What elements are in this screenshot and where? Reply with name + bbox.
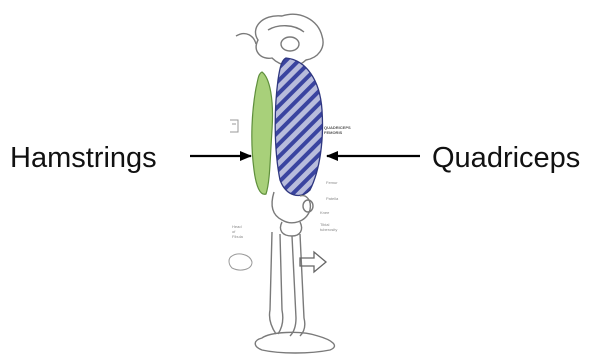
small-sketch-lower	[229, 254, 252, 270]
pelvis-bone	[236, 14, 323, 66]
hamstrings-muscle	[252, 72, 273, 194]
head-of-fibula-caption: Head of Fibula	[232, 224, 243, 239]
quadriceps-femoris-caption: QUADRICEPS FEMORIS	[324, 125, 351, 135]
tibial-tuberosity-caption: Tibial tuberosity	[320, 222, 337, 232]
quadriceps-muscle	[275, 58, 322, 195]
knee-caption: Knee	[320, 210, 329, 215]
small-sketch-upper	[230, 120, 238, 132]
patella-caption: Patella	[326, 196, 338, 201]
quadriceps-label: Quadriceps	[432, 141, 580, 175]
femur-caption: Femur	[326, 180, 338, 185]
leg-bones	[255, 192, 334, 353]
patella-bone	[303, 200, 313, 212]
outlined-arrow-icon	[300, 252, 326, 272]
hamstrings-label: Hamstrings	[10, 141, 157, 175]
